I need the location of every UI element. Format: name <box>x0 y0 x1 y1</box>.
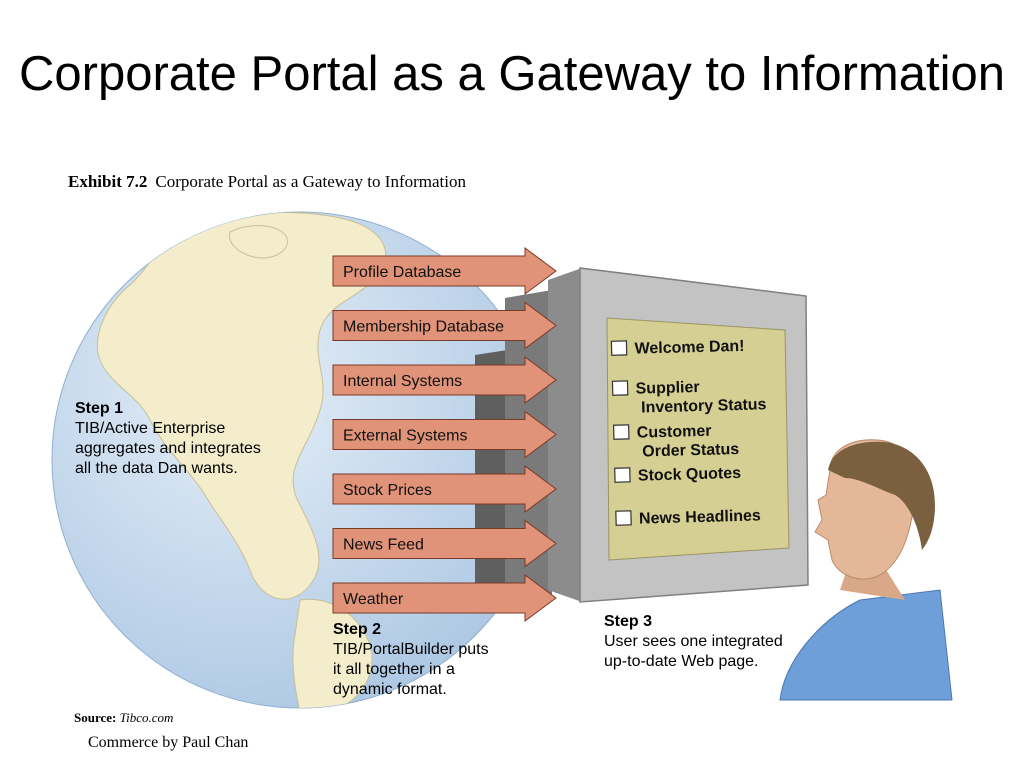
user-figure <box>779 439 953 701</box>
exhibit-label: Exhibit 7.2 <box>68 172 148 191</box>
footer-credit: Commerce by Paul Chan <box>88 734 249 751</box>
step-2-line: dynamic format. <box>333 681 447 698</box>
step-2: Step 2 TIB/PortalBuilder puts it all tog… <box>333 620 489 700</box>
source-arrow: Profile Database <box>332 247 557 295</box>
screen-item-label: CustomerOrder Status <box>637 422 740 461</box>
step-3: Step 3 User sees one integrated up-to-da… <box>604 612 783 672</box>
source-arrow: News Feed <box>332 519 557 568</box>
step-3-heading: Step 3 <box>604 613 653 630</box>
step-1-line: TIB/Active Enterprise <box>75 420 226 437</box>
exhibit-caption-text: Corporate Portal as a Gateway to Informa… <box>155 172 466 191</box>
screen-item: Welcome Dan! <box>610 338 745 358</box>
source-arrow: Membership Database <box>332 301 557 350</box>
screen-item: SupplierInventory Status <box>611 377 767 417</box>
screen-item-label: News Headlines <box>639 507 761 527</box>
exhibit-caption: Exhibit 7.2 Corporate Portal as a Gateway… <box>68 172 466 192</box>
source-label: Source: <box>74 710 117 725</box>
screen-item-list: Welcome Dan! SupplierInventory StatusCust… <box>610 338 767 528</box>
step-1-line: all the data Dan wants. <box>75 460 238 477</box>
source-arrow: Weather <box>332 574 557 622</box>
source-note: Source: Tibco.com <box>74 710 173 726</box>
source-arrow-label: Stock Prices <box>343 482 432 499</box>
step-2-line: it all together in a <box>333 661 455 678</box>
screen-item-label: Stock Quotes <box>638 465 742 485</box>
step-2-line: TIB/PortalBuilder puts <box>333 641 489 658</box>
source-arrow-label: News Feed <box>343 537 424 554</box>
source-arrow-label: External Systems <box>343 428 467 445</box>
source-arrow: External Systems <box>332 410 557 459</box>
checkbox-icon <box>610 340 628 356</box>
source-arrow: Stock Prices <box>332 465 557 513</box>
checkbox-icon <box>612 424 630 440</box>
source-arrow-label: Membership Database <box>343 319 504 336</box>
screen-item: News Headlines <box>615 507 761 528</box>
step-1-line: aggregates and integrates <box>75 440 261 457</box>
page-title: Corporate Portal as a Gateway to Informa… <box>19 47 1005 101</box>
screen-item-label: SupplierInventory Status <box>635 377 766 416</box>
source-arrow: Internal Systems <box>332 356 557 404</box>
screen-item: CustomerOrder Status <box>612 422 740 461</box>
source-arrow-label: Internal Systems <box>343 373 462 390</box>
continent-north-america <box>96 212 387 600</box>
source-value: Tibco.com <box>119 710 174 725</box>
portal-screen <box>606 317 790 561</box>
source-arrow-label: Profile Database <box>343 264 461 281</box>
continent-greenland <box>229 225 288 259</box>
checkbox-icon <box>611 380 629 396</box>
step-1: Step 1 TIB/Active Enterprise aggregates … <box>75 399 261 479</box>
step-2-heading: Step 2 <box>333 621 382 638</box>
step-1-heading: Step 1 <box>75 400 124 417</box>
screen-item-label: Welcome Dan! <box>634 338 744 358</box>
screen-item: Stock Quotes <box>614 465 742 485</box>
source-arrow-label: Weather <box>343 591 404 608</box>
step-3-line: User sees one integrated <box>604 633 783 650</box>
checkbox-icon <box>614 467 631 483</box>
step-3-line: up-to-date Web page. <box>604 653 759 670</box>
checkbox-icon <box>615 510 632 526</box>
